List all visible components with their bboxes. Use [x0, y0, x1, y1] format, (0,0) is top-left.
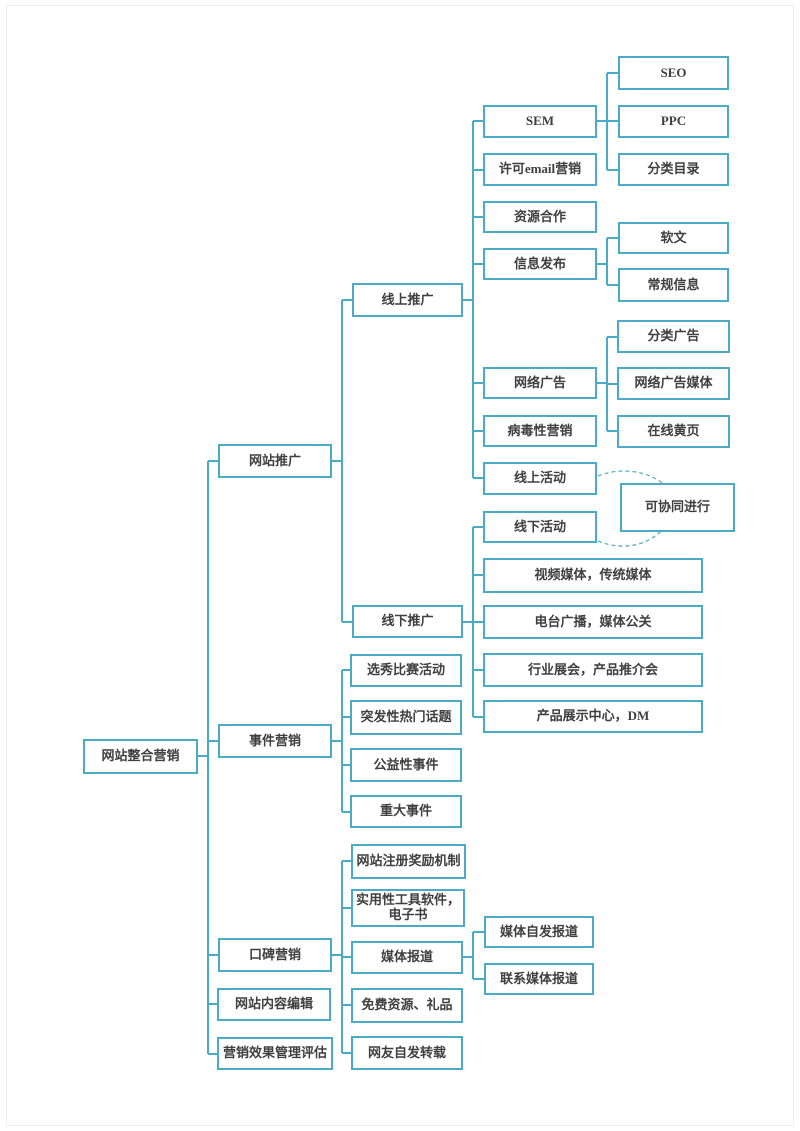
node-offline-events: 线下活动	[483, 511, 597, 543]
node-online-promotion: 线上推广	[352, 283, 463, 317]
node-can-coordinate-annotation: 可协同进行	[620, 483, 735, 532]
node-website-promotion: 网站推广	[218, 444, 332, 478]
node-product-showroom-dm: 产品展示中心，DM	[483, 700, 703, 733]
node-registration-reward-mechanism: 网站注册奖励机制	[351, 844, 466, 879]
node-user-spontaneous-reposts: 网友自发转载	[351, 1036, 463, 1070]
connector-info-release	[597, 237, 618, 286]
node-viral-marketing: 病毒性营销	[483, 415, 597, 447]
connector-sem	[597, 72, 618, 171]
connector-root-branches	[198, 460, 218, 1055]
node-trade-shows-product-launch: 行业展会，产品推介会	[483, 653, 703, 687]
node-website-content-editing: 网站内容编辑	[217, 988, 331, 1021]
connector-event-marketing	[332, 669, 350, 813]
node-information-release: 信息发布	[483, 248, 597, 280]
node-regular-information: 常规信息	[618, 268, 729, 302]
node-resource-cooperation: 资源合作	[483, 201, 597, 233]
node-charity-events: 公益性事件	[350, 748, 462, 782]
node-marketing-effect-evaluation: 营销效果管理评估	[217, 1037, 333, 1070]
connector-online-promotion	[463, 120, 483, 479]
node-online-events: 线上活动	[483, 462, 597, 495]
connector-website-promotion	[332, 299, 352, 623]
node-online-ad-media: 网络广告媒体	[617, 367, 730, 400]
node-word-of-mouth-marketing: 口碑营销	[218, 938, 332, 972]
node-free-resources-gifts: 免费资源、礼品	[351, 988, 463, 1023]
node-event-marketing: 事件营销	[218, 724, 332, 758]
connector-offline-promotion	[463, 526, 483, 718]
connector-word-of-mouth	[332, 860, 351, 1054]
node-sudden-hot-topics: 突发性热门话题	[350, 700, 462, 735]
node-offline-promotion: 线下推广	[352, 605, 463, 638]
node-ppc: PPC	[618, 105, 729, 138]
node-media-spontaneous-coverage: 媒体自发报道	[484, 916, 594, 948]
node-media-coverage: 媒体报道	[351, 941, 463, 974]
node-online-yellow-pages: 在线黄页	[617, 415, 730, 448]
node-contacted-media-coverage: 联系媒体报道	[484, 963, 594, 995]
connector-online-ads	[597, 336, 617, 432]
node-online-advertising: 网络广告	[483, 367, 597, 399]
node-video-traditional-media: 视频媒体，传统媒体	[483, 558, 703, 593]
node-permission-email-marketing: 许可email营销	[483, 153, 597, 186]
node-radio-media-pr: 电台广播，媒体公关	[483, 605, 703, 639]
node-seo: SEO	[618, 56, 729, 90]
node-classified-directory: 分类目录	[618, 153, 729, 186]
node-utility-software-ebooks: 实用性工具软件，电子书	[351, 889, 465, 927]
node-major-events: 重大事件	[350, 795, 462, 828]
node-talent-contest-events: 选秀比赛活动	[350, 654, 462, 687]
node-sem: SEM	[483, 105, 597, 138]
node-website-integrated-marketing: 网站整合营销	[83, 739, 198, 774]
node-soft-article: 软文	[618, 222, 729, 254]
connector-media-coverage	[463, 931, 484, 980]
node-classified-ads: 分类广告	[617, 320, 730, 353]
